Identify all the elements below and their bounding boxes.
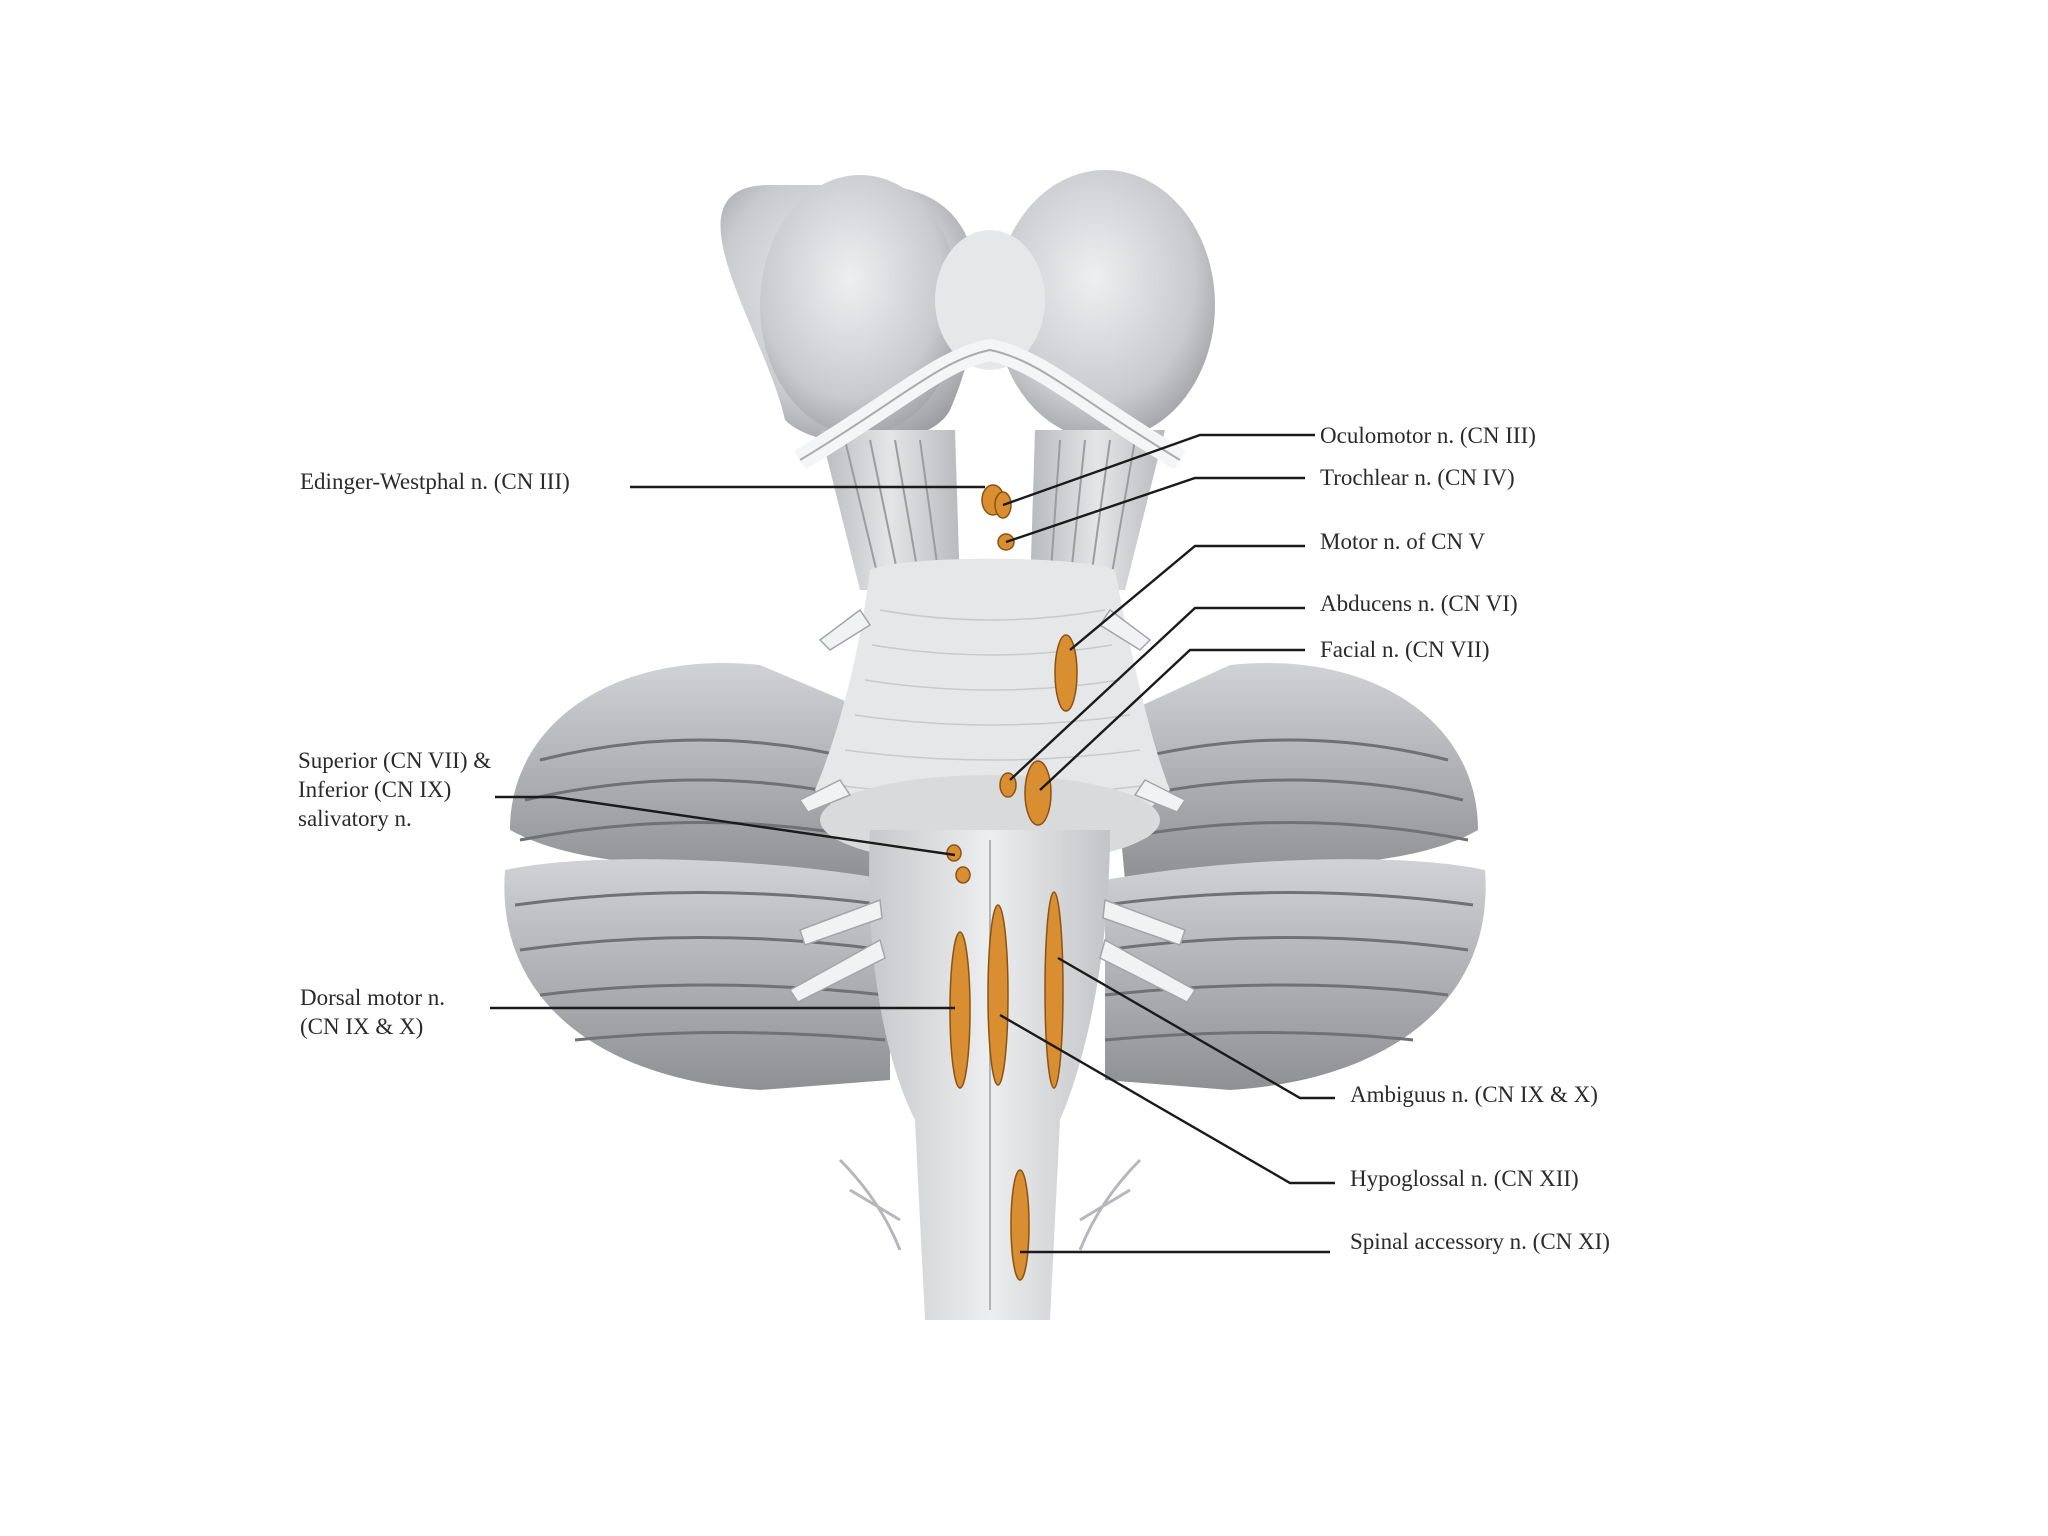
label-dorsal-motor-line2: (CN IX & X) xyxy=(300,1014,423,1039)
spinal-accessory-nucleus xyxy=(1011,1170,1029,1280)
label-ambiguus: Ambiguus n. (CN IX & X) xyxy=(1350,1082,1598,1107)
label-salivatory-line2: Inferior (CN IX) xyxy=(298,777,451,802)
label-dorsal-motor-line1: Dorsal motor n. xyxy=(300,985,445,1010)
cerebellum-upper-right-hemisphere xyxy=(1110,663,1478,880)
ambiguus-nucleus xyxy=(1045,892,1063,1088)
facial-nucleus xyxy=(1025,761,1051,825)
label-facial: Facial n. (CN VII) xyxy=(1320,637,1489,662)
label-salivatory-line1: Superior (CN VII) & xyxy=(298,748,491,773)
label-salivatory-line3: salivatory n. xyxy=(298,806,412,831)
superior-colliculi xyxy=(721,170,1215,443)
label-abducens: Abducens n. (CN VI) xyxy=(1320,591,1518,616)
left-colliculus-body xyxy=(760,175,960,435)
inferior-salivatory-nucleus xyxy=(956,867,970,883)
dorsal-motor-nucleus xyxy=(950,932,970,1088)
label-trochlear: Trochlear n. (CN IV) xyxy=(1320,465,1515,490)
label-motor-v: Motor n. of CN V xyxy=(1320,529,1485,554)
hypoglossal-nucleus xyxy=(988,905,1008,1085)
label-edinger-westphal: Edinger-Westphal n. (CN III) xyxy=(300,469,570,494)
label-spinal-accessory: Spinal accessory n. (CN XI) xyxy=(1350,1229,1610,1254)
label-oculomotor: Oculomotor n. (CN III) xyxy=(1320,423,1536,448)
label-hypoglossal: Hypoglossal n. (CN XII) xyxy=(1350,1166,1579,1191)
